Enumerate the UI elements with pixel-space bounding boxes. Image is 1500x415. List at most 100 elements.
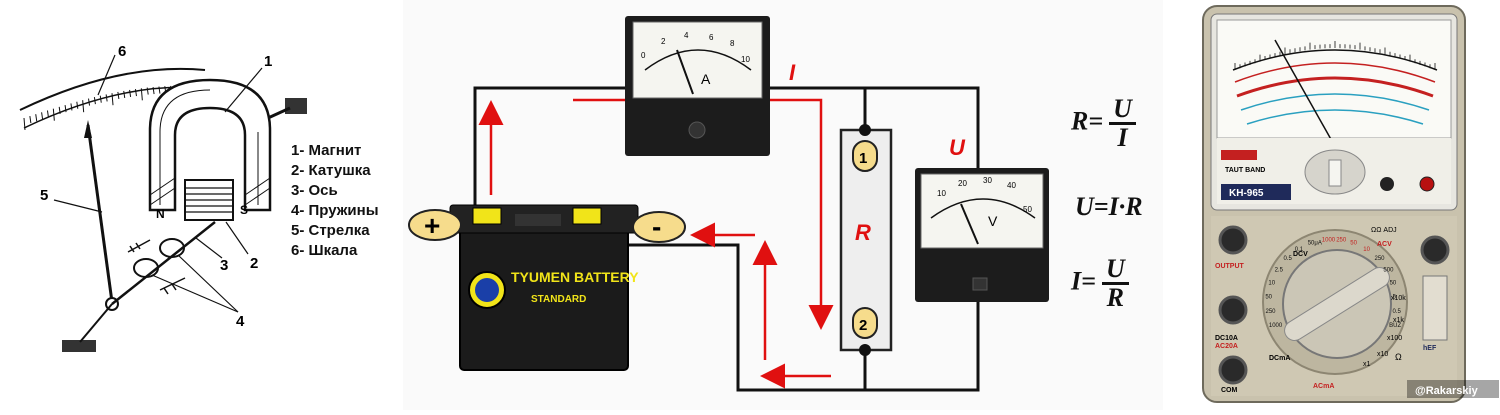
ohm-adj-label: ΩΩ ADJ — [1371, 227, 1397, 234]
scale-tick — [64, 105, 67, 113]
magnet-shape — [148, 78, 272, 212]
range-label: 10 — [1268, 280, 1275, 286]
ammeter-unit: A — [701, 71, 711, 87]
x1-label: x1 — [1363, 361, 1371, 368]
range-label: 1000 — [1269, 323, 1283, 329]
range-label: 50μA — [1308, 241, 1322, 247]
range-label: 5 — [1393, 294, 1397, 300]
scale-tick — [158, 86, 161, 94]
voltmeter-unit: V — [988, 213, 998, 229]
callout-1: 1 — [264, 53, 272, 70]
battery-subtitle: STANDARD — [531, 294, 586, 305]
scale-tick — [82, 100, 85, 113]
battery: TYUMEN BATTERY STANDARD — [449, 204, 639, 371]
axis — [111, 221, 216, 305]
ammeter-tick-4: 4 — [684, 31, 689, 40]
scale-tick — [93, 97, 96, 105]
plus-terminal: + — [408, 209, 462, 241]
legend-axis: 3- Ось — [291, 182, 338, 199]
current-symbol: I — [789, 60, 796, 85]
callout-3: 3 — [220, 257, 228, 274]
scale-tick — [105, 94, 108, 102]
range-label: 0.5 — [1393, 309, 1402, 315]
scale-tick — [111, 93, 114, 106]
circuit-drawing: I U 0 2 4 6 8 10 A 1 2 R — [408, 16, 1049, 392]
scale-arc — [19, 67, 206, 111]
circuit-diagram: I U 0 2 4 6 8 10 A 1 2 R — [403, 0, 1163, 410]
scale-tick — [134, 88, 137, 97]
voltage-symbol: U — [949, 135, 966, 160]
meter-scales — [1232, 49, 1438, 125]
brand-label: TAUT BAND — [1225, 167, 1265, 174]
output-label: OUTPUT — [1215, 263, 1245, 270]
x1k-label: x1k — [1393, 317, 1404, 324]
meter-needle — [1274, 39, 1338, 151]
dcv-label: DCV — [1293, 251, 1308, 258]
pointer — [86, 124, 114, 303]
range-label: 1000 — [1322, 237, 1336, 243]
rotary-knob-pointer[interactable] — [1281, 264, 1393, 345]
scale-tick — [140, 88, 143, 101]
hfe-socket[interactable] — [1422, 275, 1448, 341]
ammeter: 0 2 4 6 8 10 A — [625, 16, 770, 156]
callout-lines — [53, 54, 263, 313]
battery-brand: TYUMEN BATTERY — [511, 269, 639, 285]
scale-tick — [52, 108, 55, 121]
voltmeter: 10 20 30 40 50 V — [915, 168, 1049, 302]
bottom-mount — [62, 340, 96, 352]
node-1-label: 1 — [859, 150, 867, 167]
formula-resistance-num: U — [1109, 96, 1136, 125]
legend-pointer: 5- Стрелка — [291, 222, 370, 239]
galvanometer-drawing: N S 6 1 2 3 4 5 — [19, 43, 307, 352]
range-label: 50 — [1390, 280, 1397, 286]
range-label: 0.5 — [1284, 256, 1293, 262]
scale-tick — [123, 90, 126, 98]
formula-resistance-left: R= — [1071, 106, 1104, 136]
watermark: @Rakarskiy — [1415, 385, 1479, 397]
minus-terminal: - — [632, 211, 686, 243]
ac20a-label: AC20A — [1215, 343, 1238, 350]
voltmeter-tick-20: 20 — [958, 179, 967, 188]
x10k-label: x10k — [1391, 295, 1406, 302]
voltmeter-tick-10: 10 — [937, 189, 946, 198]
spring-upper — [159, 238, 185, 258]
meter-ticks — [1234, 41, 1436, 70]
pole-s-label: S — [240, 203, 248, 217]
magnet-hatch — [149, 177, 271, 206]
voltmeter-tick-50: 50 — [1023, 205, 1032, 214]
scale-tick — [146, 87, 149, 95]
model-label: KH-965 — [1229, 188, 1264, 199]
range-label: 250 — [1374, 256, 1385, 262]
scale-tick — [152, 86, 155, 95]
multimeter-photo: TAUT BAND KH-965 OUTPUT DC10A AC20A COM … — [1165, 0, 1500, 410]
x10-label: x10 — [1377, 351, 1388, 358]
minus-label: - — [652, 211, 661, 242]
scale-tick — [70, 103, 73, 111]
range-label: 0.1 — [1295, 247, 1304, 253]
scale-tick — [46, 110, 49, 118]
scale-tick — [29, 116, 32, 124]
acma-label: ACmA — [1313, 383, 1334, 390]
scale-tick — [35, 114, 38, 122]
callout-5: 5 — [40, 187, 48, 204]
formula-current-num: U — [1101, 256, 1129, 285]
plus-label: + — [424, 210, 440, 241]
resistor-symbol: R — [855, 220, 871, 245]
range-label: 2.5 — [1275, 267, 1284, 273]
ohm-label: Ω — [1395, 352, 1402, 362]
resistor: 1 2 R — [839, 124, 893, 356]
node-2-label: 2 — [859, 317, 867, 334]
multimeter-drawing: TAUT BAND KH-965 OUTPUT DC10A AC20A COM … — [1202, 5, 1499, 403]
range-label: 500 — [1383, 267, 1394, 273]
legend-scale: 6- Шкала — [291, 242, 358, 259]
voltmeter-needle — [960, 203, 979, 245]
spring-lower — [133, 258, 159, 278]
scale-tick — [117, 91, 120, 100]
legend-springs: 4- Пружины — [291, 202, 379, 219]
ammeter-tick-0: 0 — [641, 51, 646, 60]
x100-label: x100 — [1387, 335, 1402, 342]
range-label: 50 — [1265, 294, 1272, 300]
formula-resistance-den: I — [1117, 123, 1128, 152]
acv-label: ACV — [1377, 241, 1392, 248]
